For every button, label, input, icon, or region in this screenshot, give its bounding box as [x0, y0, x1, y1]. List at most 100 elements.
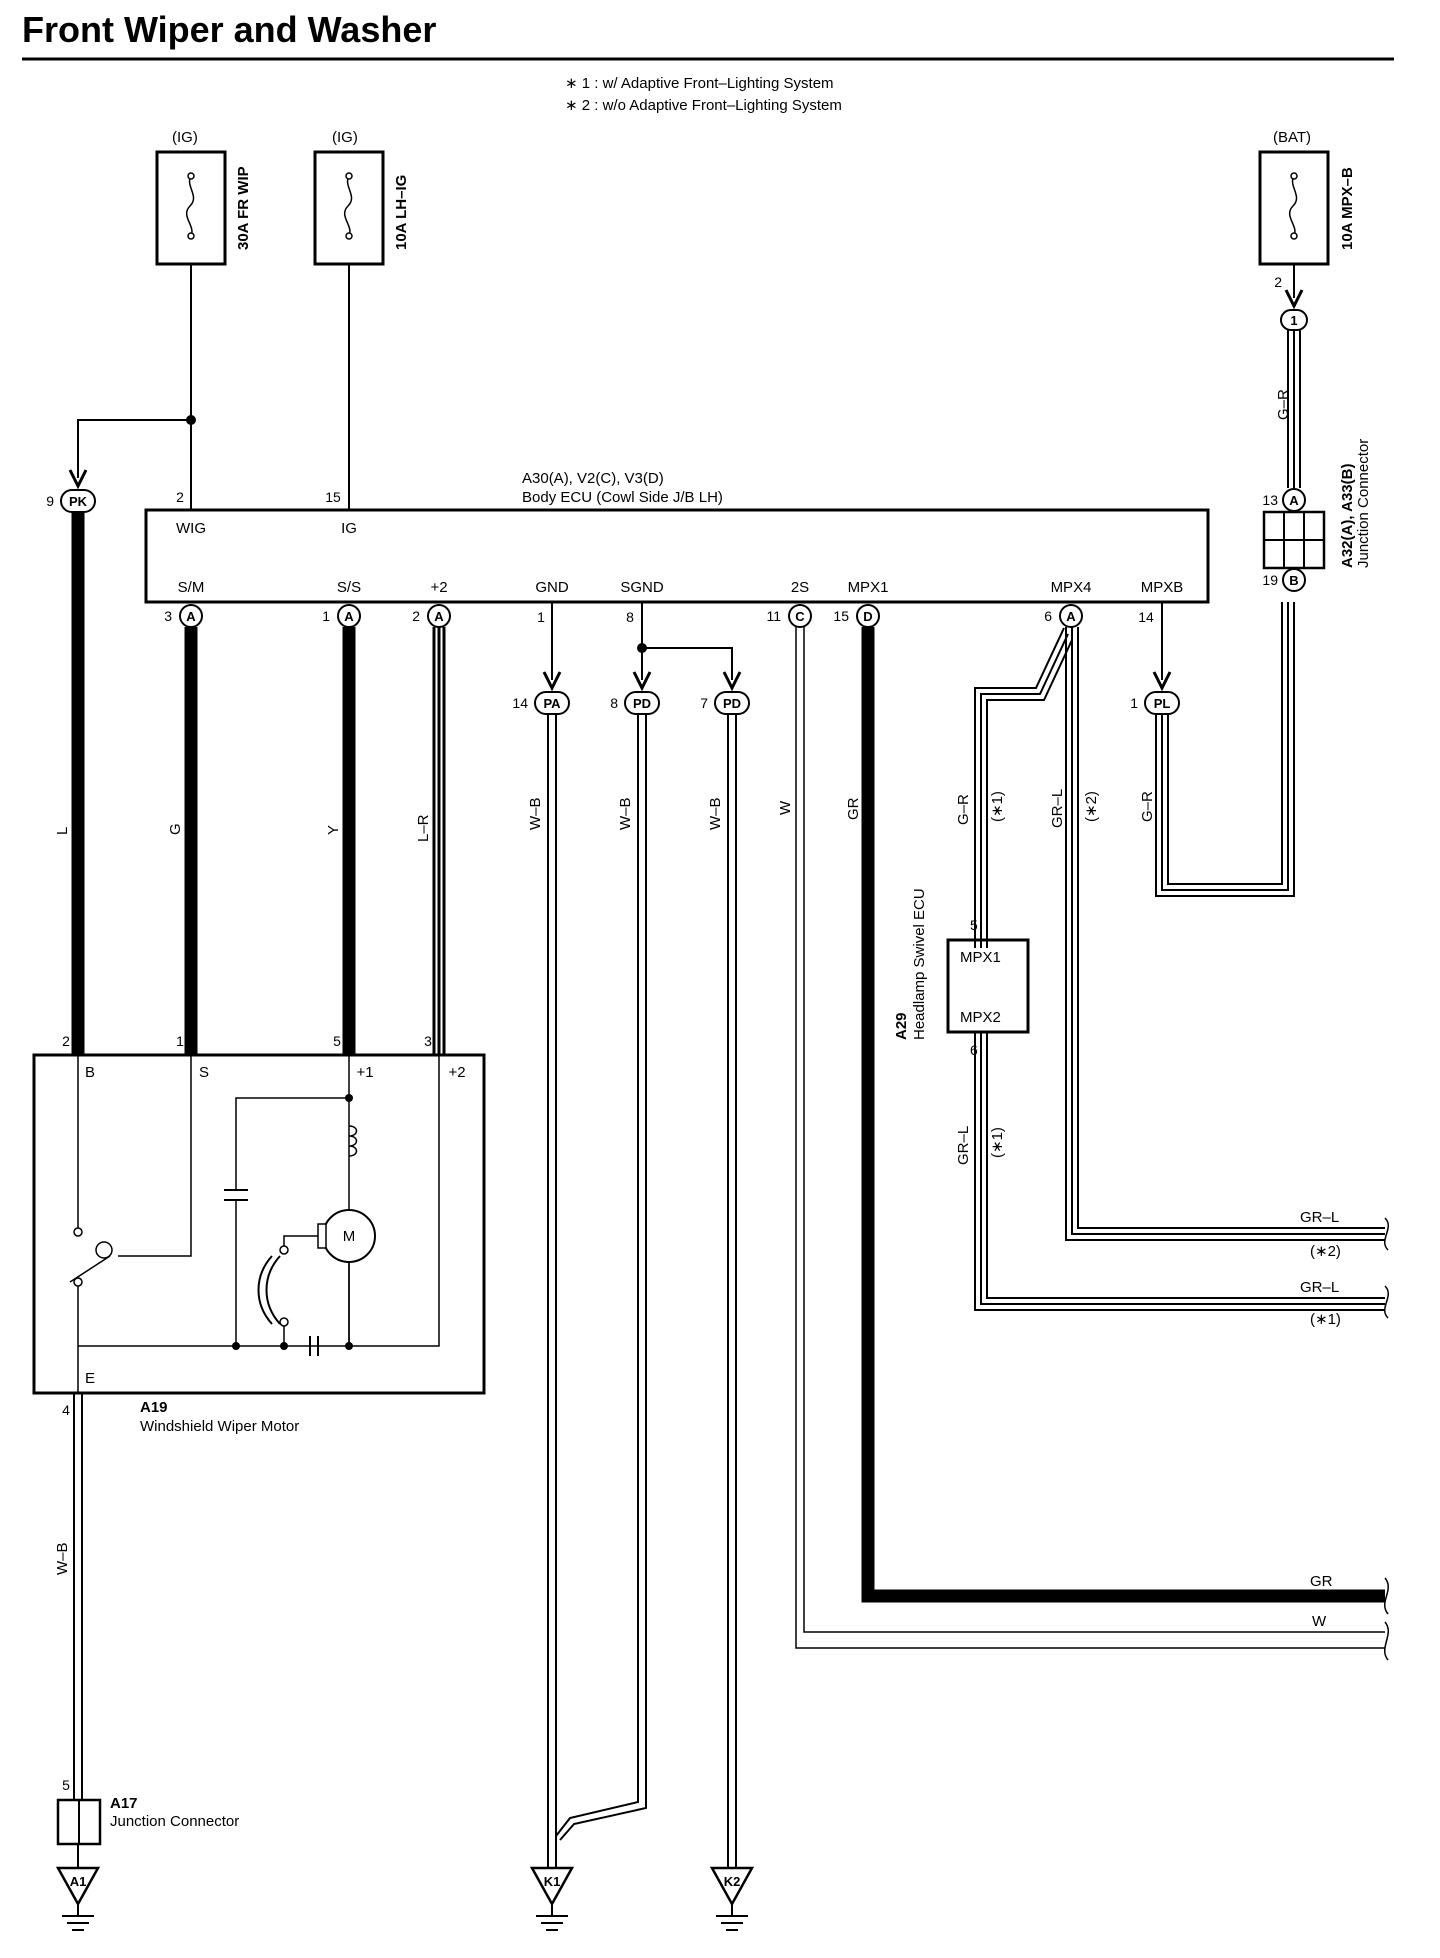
fuse-name-label: 10A MPX–B: [1339, 167, 1356, 250]
coil-icon: [348, 1125, 358, 1157]
edge-wire-label: GR–L: [1300, 1279, 1339, 1296]
terminal-s: S: [199, 1064, 209, 1081]
svg-text:5: 5: [970, 917, 978, 933]
wiper-motor-box: [32, 1053, 486, 1395]
break-mark: [1383, 1621, 1390, 1661]
pin-label: 2: [176, 489, 184, 505]
terminal-2s: 2S: [791, 579, 809, 596]
fuse-lh-ig: (IG) 10A LH–IG: [313, 129, 410, 266]
junction-a17-code: A17: [110, 1795, 138, 1812]
pin-label: 8: [626, 609, 634, 625]
svg-text:1: 1: [176, 1033, 184, 1049]
terminal-ss: S/S: [337, 579, 361, 596]
svg-text:13: 13: [1262, 492, 1278, 508]
swivel-ecu-code: A29: [893, 1012, 910, 1040]
svg-text:15: 15: [833, 608, 849, 624]
edge-wire-label: GR–L: [1300, 1209, 1339, 1226]
svg-text:3: 3: [424, 1033, 432, 1049]
fuse-supply-label: (IG): [172, 129, 198, 146]
wire-gr-swivel: [974, 627, 1073, 948]
ecu-name: Body ECU (Cowl Side J/B LH): [522, 489, 723, 506]
fuse-supply-label: (IG): [332, 129, 358, 146]
svg-text:D: D: [863, 609, 872, 624]
motor-code: A19: [140, 1399, 168, 1416]
svg-text:2: 2: [1274, 274, 1282, 290]
terminal-swivel-mpx1: MPX1: [960, 949, 1001, 966]
terminal-plus1: +1: [356, 1064, 373, 1081]
fuse-supply-label: (BAT): [1273, 129, 1311, 146]
junction-a32-name: Junction Connector: [1355, 439, 1372, 568]
svg-text:5: 5: [333, 1033, 341, 1049]
svg-text:W–B: W–B: [617, 797, 634, 830]
svg-text:8: 8: [610, 695, 618, 711]
svg-text:PD: PD: [633, 696, 651, 711]
svg-text:W–B: W–B: [707, 797, 724, 830]
svg-text:M: M: [343, 1228, 356, 1245]
fuse-icon: [185, 175, 195, 237]
svg-text:4: 4: [62, 1402, 70, 1418]
wire-wb-pa: [547, 714, 557, 1868]
junction-a32-code: A32(A), A33(B): [1339, 464, 1356, 568]
terminal-mpxb: MPXB: [1141, 579, 1184, 596]
wire-grl-lower: [974, 1032, 1385, 1311]
connector-pd-2: [714, 691, 750, 715]
pin-label: 14: [1138, 609, 1154, 625]
note-star-1: ∗ 1 : w/ Adaptive Front–Lighting System: [565, 75, 834, 92]
break-mark: [1383, 1285, 1390, 1319]
svg-text:1: 1: [1290, 313, 1297, 328]
svg-text:1: 1: [322, 608, 330, 624]
fuse-icon: [343, 175, 353, 237]
motor-name: Windshield Wiper Motor: [140, 1418, 299, 1435]
ecu-pin-mpx4: A 6: [1044, 604, 1083, 628]
edge-wire-label: GR: [1310, 1573, 1333, 1590]
svg-text:3: 3: [164, 608, 172, 624]
junction-a17-name: Junction Connector: [110, 1813, 239, 1830]
wire-to-pk: [77, 419, 191, 478]
svg-text:(∗1): (∗1): [989, 1127, 1006, 1158]
terminal-mpx1: MPX1: [848, 579, 889, 596]
svg-text:PL: PL: [1154, 696, 1171, 711]
terminal-gnd: GND: [535, 579, 569, 596]
svg-text:6: 6: [1044, 608, 1052, 624]
fuse-icon: [1288, 175, 1298, 237]
svg-text:A: A: [434, 609, 444, 624]
edge-wire-label: W: [1312, 1613, 1327, 1630]
ground-k2: K2: [709, 1866, 755, 1931]
ground-a1: A1: [55, 1866, 101, 1931]
svg-text:GR–L: GR–L: [955, 1126, 972, 1165]
svg-text:7: 7: [700, 695, 708, 711]
ecu-code: A30(A), V2(C), V3(D): [522, 470, 664, 487]
terminal-e: E: [85, 1370, 95, 1387]
note-star-2: ∗ 2 : w/o Adaptive Front–Lighting System: [565, 97, 842, 114]
terminal-b: B: [85, 1064, 95, 1081]
body-ecu-box: [144, 508, 1210, 604]
ecu-pin-ss: A 1: [322, 604, 361, 628]
terminal-plus2: +2: [430, 579, 447, 596]
terminal-wig: WIG: [176, 520, 206, 537]
terminal-sgnd: SGND: [620, 579, 664, 596]
ecu-pin-plus2: A 2: [412, 604, 451, 628]
break-mark: [1383, 1577, 1390, 1615]
pin-label: 15: [325, 489, 341, 505]
svg-text:W–B: W–B: [54, 1542, 71, 1575]
fuse-fr-wip: (IG) 30A FR WIP: [155, 129, 252, 266]
svg-text:(∗1): (∗1): [1310, 1311, 1341, 1328]
svg-text:(∗2): (∗2): [1310, 1243, 1341, 1260]
svg-text:19: 19: [1262, 572, 1278, 588]
cam-switch-icon: [95, 1241, 113, 1259]
svg-text:W: W: [777, 800, 794, 815]
svg-text:GR: GR: [845, 797, 862, 820]
junction-pin-b: [1282, 568, 1306, 592]
ground-k1: K1: [529, 1866, 575, 1931]
svg-text:2: 2: [412, 608, 420, 624]
wire-gr: [861, 627, 1385, 1603]
svg-text:K2: K2: [724, 1874, 741, 1889]
svg-text:1: 1: [1130, 695, 1138, 711]
wire-gr-side: [1155, 602, 1295, 897]
svg-text:A: A: [186, 609, 196, 624]
swivel-ecu-name: Headlamp Swivel ECU: [911, 888, 928, 1040]
svg-text:G–R: G–R: [1275, 389, 1292, 420]
svg-text:A: A: [344, 609, 354, 624]
break-mark: [1383, 1217, 1390, 1251]
svg-text:PA: PA: [543, 696, 561, 711]
